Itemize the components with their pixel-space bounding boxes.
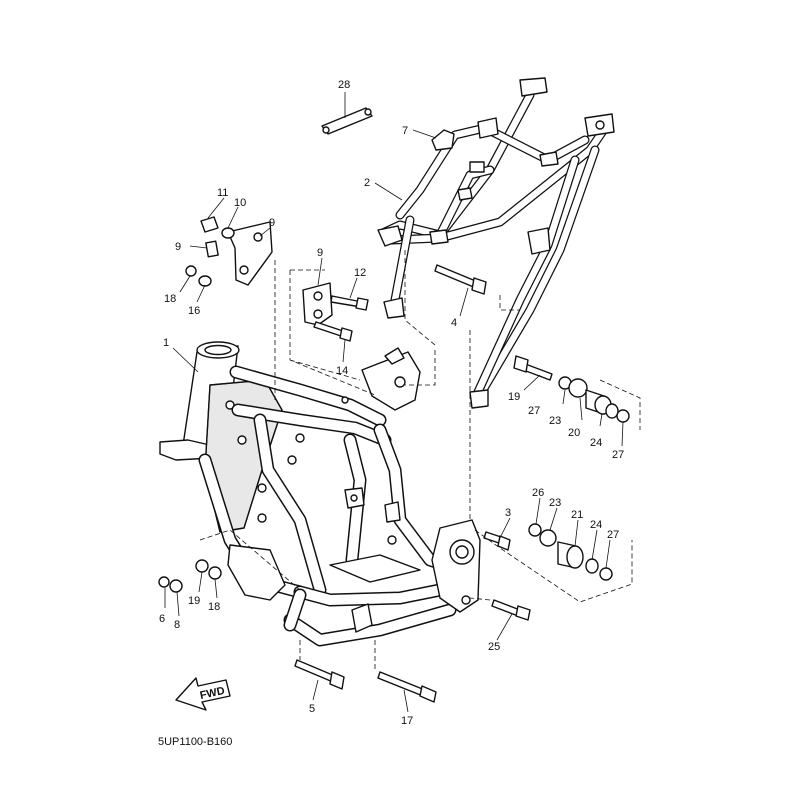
callout-14: 14 — [336, 365, 348, 377]
part-7-bracket — [431, 129, 455, 151]
fwd-label: FWD — [199, 685, 226, 702]
callout-5: 5 — [309, 703, 315, 715]
callout-27-lower: 27 — [607, 529, 619, 541]
callout-24-lower: 24 — [590, 519, 602, 531]
rear-mount-hardware-upper — [513, 355, 630, 423]
callout-23-upper: 23 — [549, 415, 561, 427]
callout-18: 18 — [208, 601, 220, 613]
callout-labels: 28 7 2 11 10 9 9 9 12 18 16 4 1 14 19 27… — [158, 79, 624, 748]
callout-3: 3 — [505, 507, 511, 519]
part-25-bolt — [491, 599, 531, 621]
callout-10: 9 — [175, 241, 181, 253]
callout-27-upper-b: 27 — [612, 449, 624, 461]
engine-mount-bracket-lower — [302, 282, 369, 342]
part-28-strap — [321, 107, 373, 135]
callout-22: 20 — [568, 427, 580, 439]
callout-15: 16 — [188, 305, 200, 317]
callout-20: 19 — [508, 391, 520, 403]
fwd-arrow: FWD — [175, 677, 231, 711]
callout-23-lower: 23 — [549, 497, 561, 509]
callout-13: 11 — [217, 187, 228, 199]
diagram-code: 5UP1100-B160 — [158, 736, 232, 748]
engine-mount-bracket-upper — [185, 216, 273, 287]
part-17-bolt — [377, 671, 437, 703]
callout-2: 2 — [364, 177, 370, 189]
callout-6: 6 — [159, 613, 165, 625]
callout-17: 17 — [401, 715, 413, 727]
part-5-bolt — [294, 659, 345, 690]
callout-11: 12 — [354, 267, 366, 279]
callout-8: 8 — [174, 619, 180, 631]
callout-9-lower: 9 — [317, 247, 323, 259]
main-frame — [159, 341, 481, 647]
rear-mount-hardware-lower — [483, 523, 613, 581]
callout-27-upper-a: 27 — [528, 405, 540, 417]
callout-4: 4 — [451, 317, 457, 329]
callout-16: 18 — [164, 293, 176, 305]
part-4-bolt — [434, 264, 487, 295]
callout-7: 7 — [402, 125, 408, 137]
callout-12: 10 — [234, 197, 246, 209]
callout-26: 26 — [532, 487, 544, 499]
callout-21: 21 — [571, 509, 583, 521]
callout-1: 1 — [163, 337, 169, 349]
callout-28: 28 — [338, 79, 350, 91]
callout-9-upper: 9 — [269, 217, 275, 229]
dashed-alignment-lines — [199, 250, 641, 672]
callout-19: 19 — [188, 595, 200, 607]
callout-24-upper: 24 — [590, 437, 602, 449]
leader-lines — [164, 92, 624, 713]
rear-subframe — [377, 77, 615, 409]
front-mount-hardware — [158, 559, 222, 593]
callout-25: 25 — [488, 641, 500, 653]
